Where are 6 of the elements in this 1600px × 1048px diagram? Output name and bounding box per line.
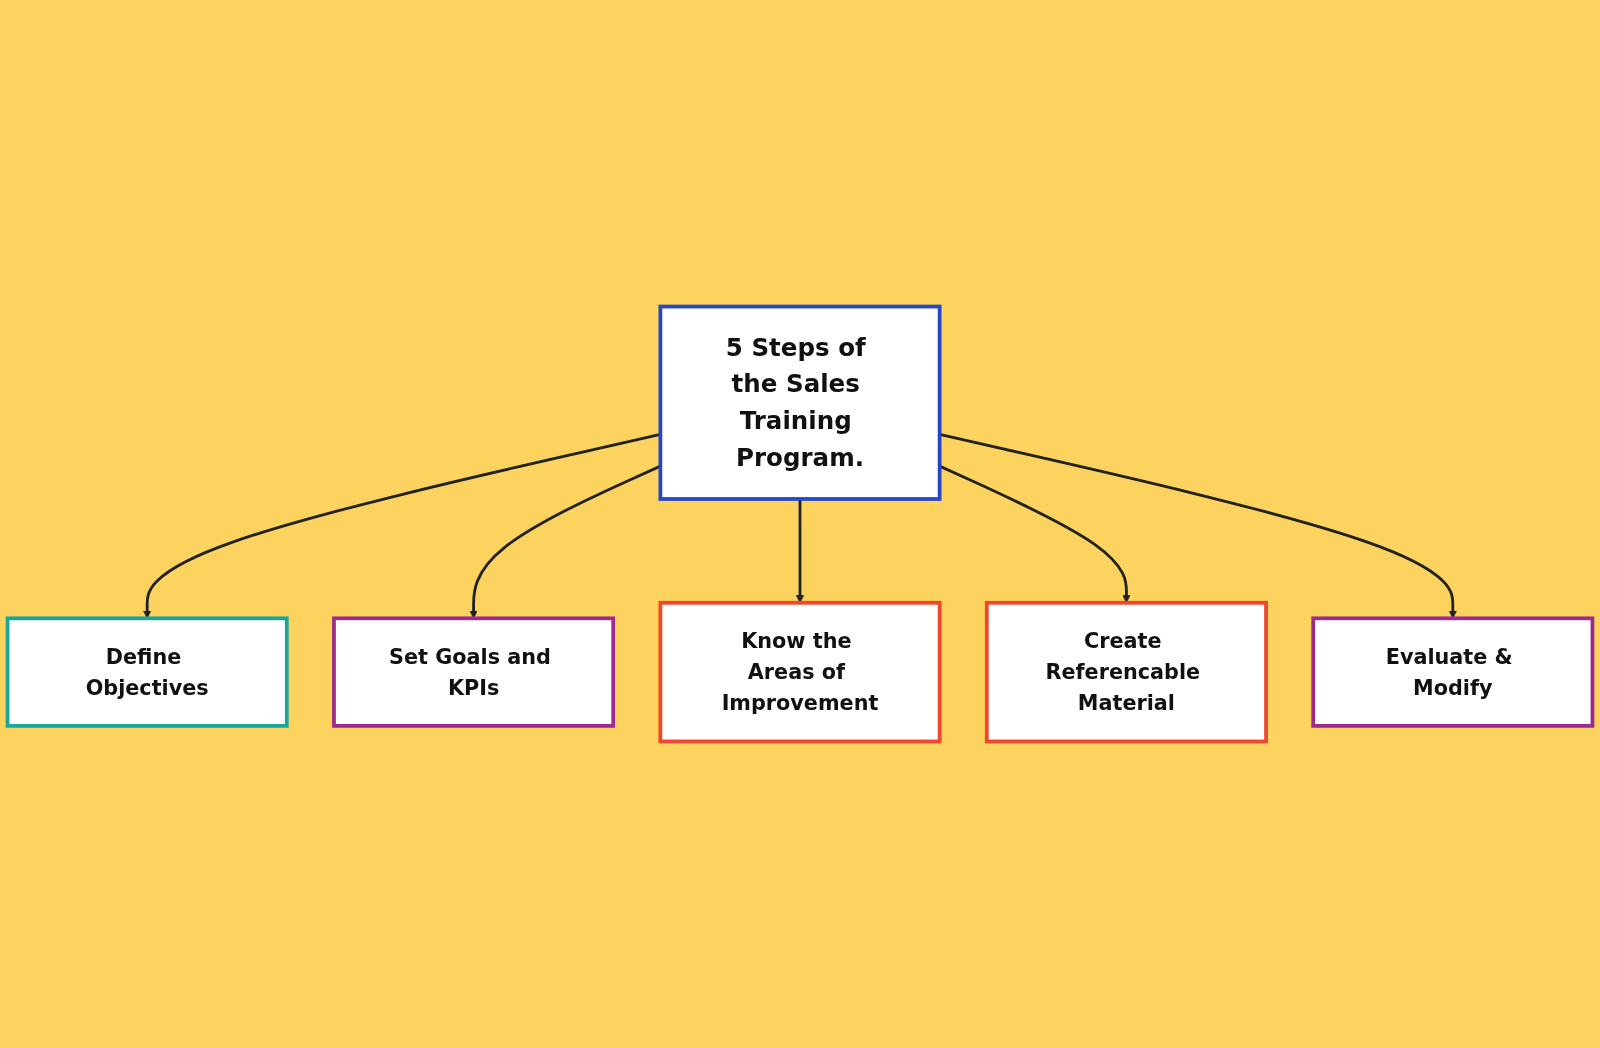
node-box: Define Objectives [5,616,289,728]
node-box: 5 Steps of the Sales Training Program. [658,304,942,501]
node-box: Know the Areas of Improvement [658,600,942,744]
node-box: Create Referencable Material [984,600,1268,744]
node-box: Set Goals and KPIs [332,616,616,728]
node-box: Evaluate & Modify [1311,616,1595,728]
